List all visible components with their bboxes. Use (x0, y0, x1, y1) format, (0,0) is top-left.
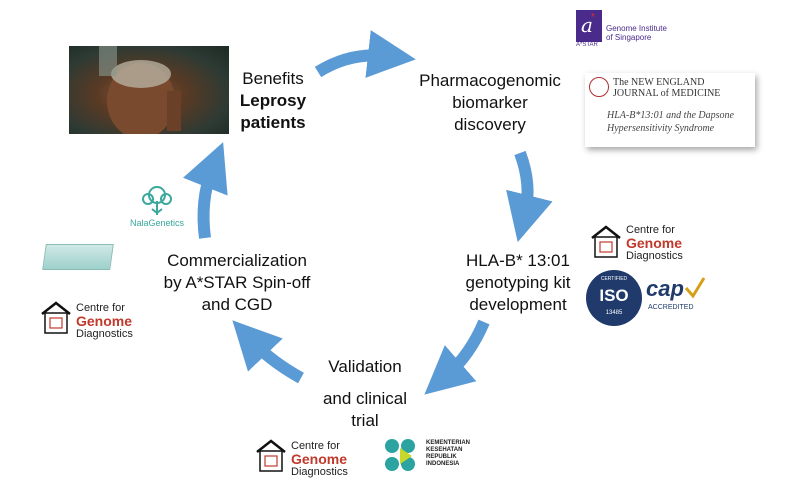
stage-commercialization: Commercialization by A*STAR Spin-off and… (152, 250, 322, 316)
arrow-bottom-left (232, 320, 304, 384)
cgd-logo-bottom: Centre for Genome Diagnostics (255, 436, 367, 480)
stage-discovery-line2: biomarker (452, 93, 528, 112)
house-logo-icon (591, 225, 621, 258)
stage-benefits: Benefits Leprosy patients (228, 68, 318, 134)
cap-logo: cap ACCREDITED (646, 276, 710, 316)
patient-image-icon (99, 46, 181, 134)
nala-name: NalaGenetics (130, 218, 185, 228)
stage-benefits-line3: patients (240, 113, 306, 132)
arrow-left (183, 142, 228, 239)
stage-commercialization-line3: and CGD (201, 295, 273, 314)
cgd-logo-left: Centre for Genome Diagnostics (40, 298, 152, 342)
cgd-left-line1: Centre for (76, 302, 125, 314)
nala-logo: NalaGenetics (128, 185, 188, 229)
stage-validation-line1: Validation (328, 357, 402, 376)
nejm-article-line2: Hypersensitivity Syndrome (607, 123, 715, 134)
cap-sub: ACCREDITED (648, 304, 694, 311)
nejm-masthead: The NEW ENGLAND JOURNAL of MEDICINE (613, 77, 720, 99)
iso-main: ISO (599, 286, 629, 305)
arrow-top (314, 30, 416, 78)
cgd-right-line1: Centre for (626, 224, 675, 236)
stage-validation-line3: trial (351, 411, 379, 430)
kemenkes-line2: KESEHATAN (426, 447, 463, 453)
cgd-bottom-line3: Diagnostics (291, 466, 348, 478)
gis-line2: of Singapore (606, 33, 652, 42)
astar-mark-icon: a* (576, 10, 602, 42)
nejm-title2: JOURNAL of MEDICINE (613, 88, 721, 99)
nejm-article: HLA-B*13:01 and the Dapsone Hypersensiti… (607, 109, 734, 135)
kemenkes-text: KEMENTERIAN KESEHATAN REPUBLIK INDONESIA (426, 440, 470, 468)
cgd-bottom-text: Centre for Genome Diagnostics (291, 440, 348, 478)
kemenkes-emblem-icon (385, 439, 415, 471)
nejm-title: The NEW ENGLAND (613, 77, 705, 88)
stage-kit-line1: HLA-B* 13:01 (466, 251, 570, 270)
stage-discovery-line3: discovery (454, 115, 526, 134)
gis-line1: Genome Institute (606, 24, 667, 33)
cgd-left-text: Centre for Genome Diagnostics (76, 302, 133, 340)
iso-bottom: 13485 (605, 310, 623, 316)
stage-benefits-line1: Benefits (242, 69, 304, 88)
stage-discovery-line1: Pharmacogenomic (419, 71, 561, 90)
house-logo-icon (41, 301, 71, 334)
stage-benefits-line2: Leprosy (239, 91, 307, 110)
leprosy-patient-photo (69, 46, 229, 134)
arrow-right (506, 150, 553, 243)
kemenkes-line1: KEMENTERIAN (426, 440, 471, 446)
stage-kit-line2: genotyping kit (465, 273, 571, 292)
cgd-left-line3: Diagnostics (76, 328, 133, 340)
gis-logo: a* A*STAR Genome Institute of Singapore (576, 10, 686, 50)
gis-name: Genome Institute of Singapore (606, 24, 667, 42)
nejm-article-line1: HLA-B*13:01 and the Dapsone (607, 110, 734, 121)
arrow-bottom-right (424, 319, 490, 395)
svg-text:a: a (581, 13, 593, 37)
nejm-seal-icon (589, 77, 609, 97)
nejm-article-card: The NEW ENGLAND JOURNAL of MEDICINE HLA-… (585, 73, 755, 147)
kemenkes-line4: INDONESIA (426, 461, 460, 467)
stage-commercialization-line2: by A*STAR Spin-off (163, 273, 311, 292)
kemenkes-line3: REPUBLIK (426, 454, 457, 460)
iso-top: CERTIFIED (600, 276, 628, 282)
stage-kit-line3: development (469, 295, 567, 314)
house-logo-icon (256, 439, 286, 472)
kemenkes-logo: KEMENTERIAN KESEHATAN REPUBLIK INDONESIA (378, 434, 488, 478)
svg-text:*: * (591, 12, 595, 23)
cap-main: cap (646, 276, 684, 301)
cap-check-icon (684, 277, 706, 299)
tree-icon (142, 186, 172, 215)
iso-badge-icon: CERTIFIED ISO 13485 (586, 270, 642, 326)
stage-commercialization-line1: Commercialization (167, 251, 307, 270)
cgd-right-text: Centre for Genome Diagnostics (626, 224, 683, 262)
cgd-right-line2: Genome (626, 235, 683, 251)
stage-discovery: Pharmacogenomic biomarker discovery (400, 70, 580, 136)
stage-validation-line2: and clinical (322, 389, 408, 408)
stage-validation: Validation and clinical trial (305, 356, 425, 432)
genotyping-kit-box (42, 244, 114, 270)
cgd-right-line3: Diagnostics (626, 250, 683, 262)
astar-label: A*STAR (576, 42, 598, 48)
cgd-left-line2: Genome (76, 313, 133, 329)
cgd-bottom-line2: Genome (291, 451, 348, 467)
cgd-bottom-line1: Centre for (291, 440, 340, 452)
stage-kit: HLA-B* 13:01 genotyping kit development (448, 250, 588, 316)
cgd-logo-right: Centre for Genome Diagnostics (590, 222, 700, 264)
